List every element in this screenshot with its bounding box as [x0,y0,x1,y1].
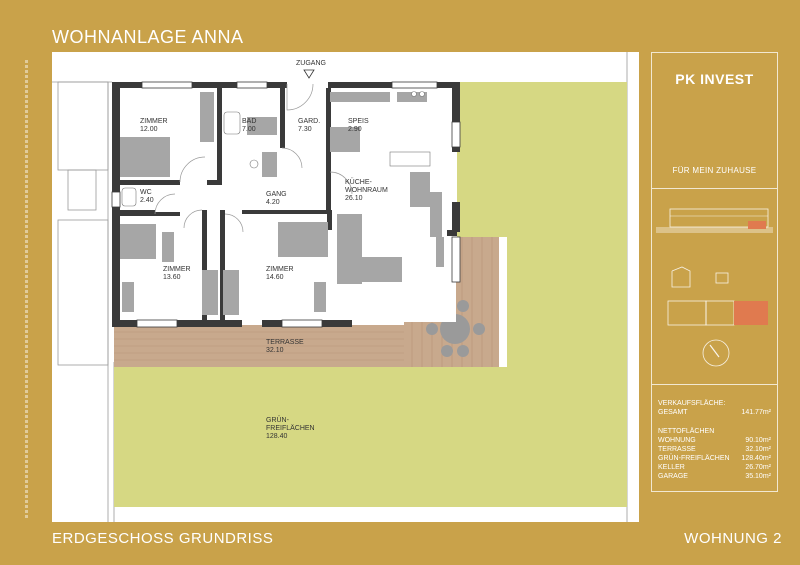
room-area: 7.30 [298,126,312,133]
room-name: WC [140,189,152,196]
room-area: 2.40 [140,197,154,204]
site-plan-outline [667,266,735,326]
fixtures [121,91,431,207]
room-name: ZIMMER [140,118,168,125]
site-plan-block [652,189,777,385]
unit-label: WOHNUNG 2 [684,530,782,547]
room-name: BAD [242,118,256,125]
room-name-line-2: WOHNRAUM [345,187,388,194]
area-value: 26.70m² [745,464,771,471]
room-name: KÜCHE- [345,178,373,186]
room-name: ZIMMER [266,266,294,273]
lawn-area [114,82,627,507]
area-row: WOHNUNG 90.10m² [658,436,771,445]
room-area: 12.00 [140,126,158,133]
room-area: 26.10 [345,195,363,202]
room-area: 4.20 [266,199,280,206]
furniture [120,92,444,315]
room-area: 32.10 [266,347,284,354]
room-area: 13.60 [163,274,181,281]
page-title: WOHNANLAGE ANNA [52,27,244,47]
room-name: TERRASSE [266,339,304,346]
windows [111,81,461,328]
total-row: GESAMT 141.77m² [658,408,771,417]
area-value: 32.10m² [745,446,771,453]
apartment-highlight [734,301,768,325]
north-arrow-icon [702,339,730,367]
area-label: GARAGE [658,473,688,480]
entrance-label: ZUGANG [296,60,326,67]
site-plan [656,208,773,367]
area-value: 128.40m² [741,455,771,462]
room-area: 2.90 [348,126,362,133]
area-label: KELLER [658,464,685,471]
brand-slogan: FÜR MEIN ZUHAUSE [672,166,757,175]
info-panel: PK INVEST FÜR MEIN ZUHAUSE VERK [651,52,778,492]
area-label: GRÜN-FREIFLÄCHEN [658,455,730,462]
room-area: 7.00 [242,126,256,133]
room-name: ZIMMER [163,266,191,273]
area-row: KELLER 26.70m² [658,463,771,472]
room-name-line-2: FREIFLÄCHEN [266,424,315,432]
building-elevation-icon [656,208,773,233]
room-name: GRÜN- [266,416,290,424]
vertical-fine-print [22,60,32,520]
area-row: TERRASSE 32.10m² [658,445,771,454]
interior-floor [116,84,456,322]
room-name: GANG [266,191,287,198]
area-value: 35.10m² [745,473,771,480]
area-row: GARAGE 35.10m² [658,472,771,481]
total-label: GESAMT [658,409,688,416]
area-summary: VERKAUFSFLÄCHE: GESAMT 141.77m² NETTOFLÄ… [652,385,777,491]
door-swings [154,83,353,233]
floor-plan: ZUGANG ZIMMER 12.00 BAD 7.00 GARD. 7.30 … [52,52,628,522]
room-name: SPEIS [348,118,369,125]
sale-area-heading: VERKAUFSFLÄCHE: [658,400,726,407]
room-area: 128.40 [266,433,288,440]
brand-logo: PK INVEST [675,71,754,87]
total-value: 141.77m² [741,409,771,416]
area-label: WOHNUNG [658,437,696,444]
floor-plan-sheet: ZUGANG ZIMMER 12.00 BAD 7.00 GARD. 7.30 … [52,52,639,522]
area-label: TERRASSE [658,446,696,453]
floor-label: ERDGESCHOSS GRUNDRISS [52,530,274,547]
brand-block: PK INVEST FÜR MEIN ZUHAUSE [652,53,777,189]
area-value: 90.10m² [745,437,771,444]
room-name: GARD. [298,118,320,125]
room-area: 14.60 [266,274,284,281]
entrance-arrow-icon [303,69,315,79]
area-row: GRÜN-FREIFLÄCHEN 128.40m² [658,454,771,463]
net-area-heading: NETTOFLÄCHEN [658,428,715,435]
